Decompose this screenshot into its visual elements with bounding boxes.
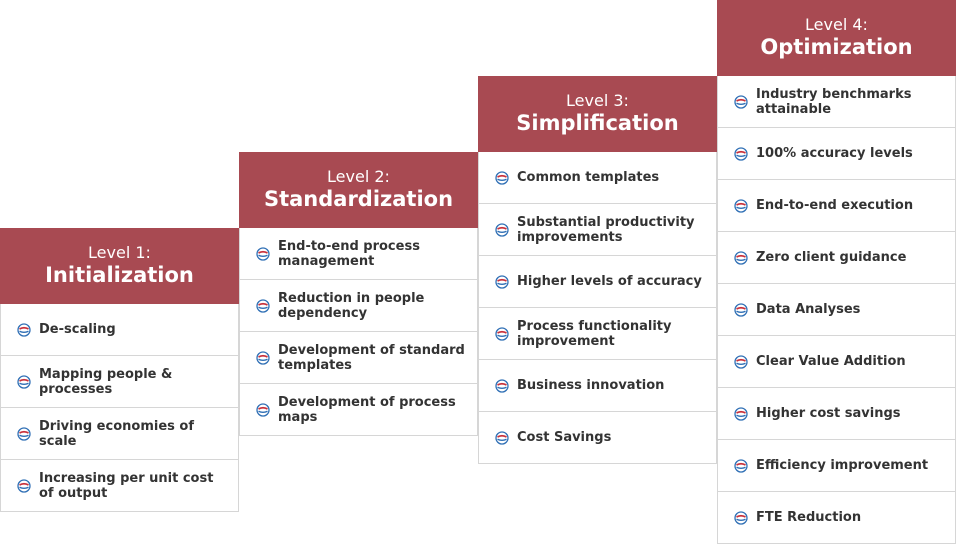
swirl-bullet-icon [17,374,31,389]
list-item-text: Process functionality improvement [517,318,672,349]
list-item: Reduction in people dependency [240,280,477,332]
swirl-bullet-icon [17,426,31,441]
level-header: Level 4:Optimization [717,0,956,76]
swirl-bullet-icon [734,302,748,317]
list-item: Data Analyses [718,284,955,336]
swirl-bullet-icon [734,146,748,161]
list-item-text: Data Analyses [756,302,861,317]
list-item: Driving economies of scale [1,408,238,460]
list-item: Clear Value Addition [718,336,955,388]
list-item: End-to-end execution [718,180,955,232]
swirl-bullet-icon [495,378,509,393]
level-item-list: Industry benchmarks attainable 100% accur… [717,76,956,544]
swirl-bullet-icon [495,170,509,185]
swirl-bullet-icon [734,406,748,421]
level-name: Optimization [760,35,913,59]
list-item: Higher levels of accuracy [479,256,716,308]
list-item-text: End-to-end process management [278,238,420,269]
list-item: Industry benchmarks attainable [718,76,955,128]
list-item-text: Clear Value Addition [756,354,906,369]
list-item: Zero client guidance [718,232,955,284]
list-item: Development of standard templates [240,332,477,384]
swirl-bullet-icon [495,222,509,237]
list-item-text: Efficiency improvement [756,458,929,473]
list-item-text: Driving economies of scale [39,418,194,449]
list-item-text: Mapping people & processes [39,366,173,397]
list-item: Mapping people & processes [1,356,238,408]
list-item-text: Zero client guidance [756,250,907,265]
list-item-text: Industry benchmarks attainable [756,86,912,117]
level-label: Level 3: [566,91,629,110]
swirl-bullet-icon [734,198,748,213]
list-item: Efficiency improvement [718,440,955,492]
level-name: Standardization [263,187,454,211]
swirl-bullet-icon [734,510,748,525]
list-item: Cost Savings [479,412,716,464]
list-item: FTE Reduction [718,492,955,544]
swirl-bullet-icon [495,274,509,289]
swirl-bullet-icon [734,354,748,369]
list-item: Process functionality improvement [479,308,716,360]
swirl-bullet-icon [17,322,31,337]
list-item-text: Development of process maps [278,394,456,425]
swirl-bullet-icon [256,246,270,261]
list-item: Business innovation [479,360,716,412]
list-item-text: De-scaling [39,322,116,337]
swirl-bullet-icon [256,298,270,313]
list-item-text: Development of standard templates [278,342,465,373]
swirl-bullet-icon [734,250,748,265]
list-item-text: 100% accuracy levels [756,146,913,161]
list-item: Development of process maps [240,384,477,436]
level-header: Level 3:Simplification [478,76,717,152]
level-name: Simplification [516,111,679,135]
swirl-bullet-icon [256,402,270,417]
list-item: Higher cost savings [718,388,955,440]
level-header: Level 1:Initialization [0,228,239,304]
list-item-text: Higher levels of accuracy [517,274,702,289]
swirl-bullet-icon [256,350,270,365]
list-item-text: Substantial productivity improvements [517,214,695,245]
list-item-text: Common templates [517,170,660,185]
level-label: Level 4: [805,15,868,34]
list-item: Increasing per unit cost of output [1,460,238,512]
swirl-bullet-icon [495,326,509,341]
list-item: Substantial productivity improvements [479,204,716,256]
list-item: 100% accuracy levels [718,128,955,180]
list-item-text: Increasing per unit cost of output [39,470,214,501]
list-item: End-to-end process management [240,228,477,280]
list-item-text: Cost Savings [517,430,612,445]
level-name: Initialization [45,263,194,287]
level-header: Level 2:Standardization [239,152,478,228]
level-label: Level 1: [88,243,151,262]
level-label: Level 2: [327,167,390,186]
swirl-bullet-icon [734,94,748,109]
list-item: De-scaling [1,304,238,356]
list-item: Common templates [479,152,716,204]
list-item-text: FTE Reduction [756,510,862,525]
list-item-text: Higher cost savings [756,406,901,421]
swirl-bullet-icon [495,430,509,445]
swirl-bullet-icon [734,458,748,473]
list-item-text: End-to-end execution [756,198,914,213]
list-item-text: Business innovation [517,378,665,393]
list-item-text: Reduction in people dependency [278,290,425,321]
swirl-bullet-icon [17,478,31,493]
